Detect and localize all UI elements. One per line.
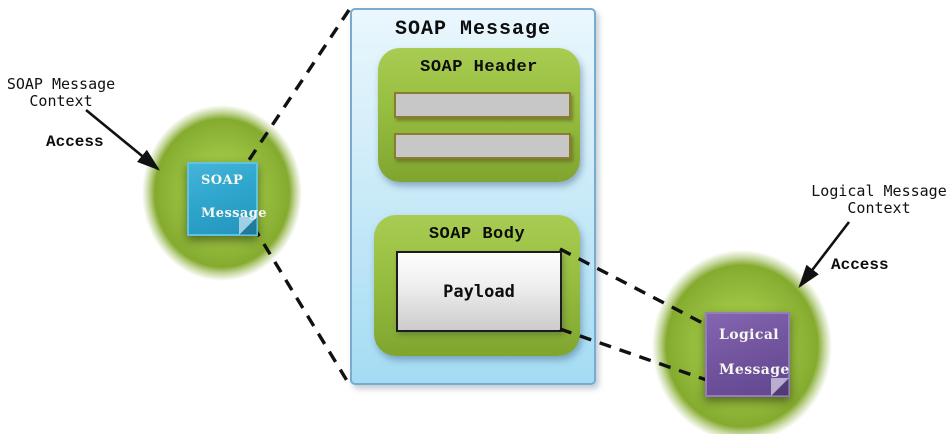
soap-message-note: SOAP Message: [187, 162, 266, 236]
note-text: Logical: [719, 327, 780, 343]
note-text: Message: [201, 206, 267, 221]
dashed-connector-note-to-box-top: [225, 9, 351, 194]
logical-message-context-label: Logical Message Context: [808, 183, 950, 217]
access-arrow-right: [798, 221, 851, 289]
dashed-connector-payload-to-note-bottom: [559, 327, 719, 386]
soap-header-box: SOAP Header: [378, 48, 580, 182]
soap-header-title: SOAP Header: [420, 58, 538, 77]
soap-message-box: SOAP Message SOAP Header SOAP Body Paylo…: [350, 8, 596, 385]
dashed-connector-payload-to-note-top: [559, 247, 719, 333]
soap-message-context-label: SOAP Message Context: [0, 76, 122, 110]
soap-body-title: SOAP Body: [428, 225, 526, 244]
label-line: Context: [29, 92, 93, 110]
label-line: SOAP Message: [6, 75, 116, 93]
logical-message-note: Logical Message: [705, 312, 790, 397]
payload-box: Payload: [396, 251, 562, 332]
soap-body-box: SOAP Body Payload: [374, 215, 580, 356]
access-label-left: Access: [46, 133, 104, 151]
soap-message-box-title: SOAP Message: [394, 18, 552, 41]
header-entry-bar: [394, 133, 571, 159]
label-line: Logical Message: [811, 182, 947, 200]
dashed-connector-note-to-box-bottom: [251, 225, 351, 385]
access-arrow-left: [85, 108, 161, 171]
access-label-right: Access: [831, 256, 889, 274]
header-entry-bar: [394, 92, 571, 118]
note-text: Message: [719, 362, 790, 378]
note-text: SOAP: [201, 173, 244, 188]
label-line: Context: [847, 199, 911, 217]
